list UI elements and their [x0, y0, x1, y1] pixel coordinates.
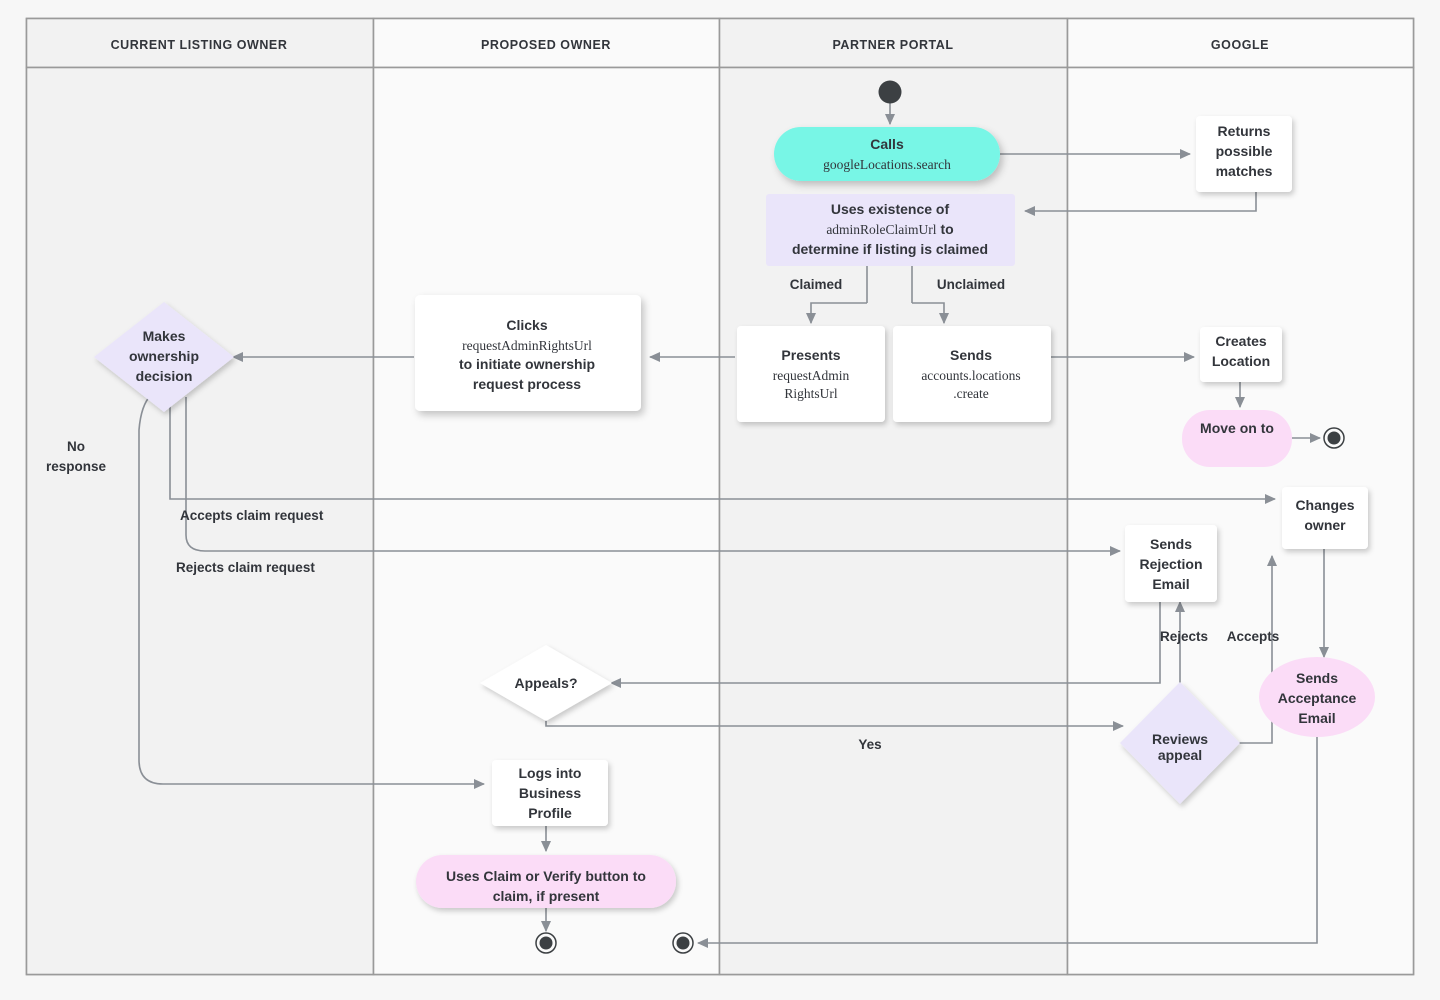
node-returns-possible-matches[interactable]: Returns possible matches [1196, 116, 1292, 192]
node-sendscreate-line1: Sends [950, 347, 992, 363]
node-move-on-to[interactable]: Move on to [1182, 410, 1292, 467]
node-returns-line2: possible [1216, 143, 1273, 159]
node-clicks-line2: requestAdminRightsUrl [462, 338, 592, 353]
node-clicks-requestadminrightsurl[interactable]: Clicks requestAdminRightsUrl to initiate… [415, 295, 641, 411]
node-logsinto-line2: Business [519, 785, 581, 801]
node-sendsrejection-line2: Rejection [1139, 556, 1202, 572]
lane-header-proposed-owner: PROPOSED OWNER [481, 38, 611, 52]
node-changesowner-line2: owner [1304, 517, 1346, 533]
node-uses-line1: Uses existence of [831, 201, 950, 217]
node-changes-owner[interactable]: Changes owner [1282, 487, 1368, 549]
node-clicks-line3: to initiate ownership [459, 356, 595, 372]
edge-label-rejects-claim-request: Rejects claim request [176, 560, 315, 575]
edge-label-accepts-claim-request: Accepts claim request [180, 508, 324, 523]
edge-noresponse-to-logsinto [138, 394, 486, 790]
node-uses-claim-or-verify-button[interactable]: Uses Claim or Verify button to claim, if… [416, 855, 676, 908]
node-usesclaim-line2: claim, if present [493, 888, 600, 904]
node-appeals-label: Appeals? [514, 675, 577, 691]
node-logsinto-line3: Profile [528, 805, 572, 821]
swimlane-frame [25, 17, 1415, 976]
edge-label-claimed: Claimed [790, 277, 843, 292]
node-sendsacceptance-line2: Acceptance [1278, 690, 1357, 706]
edge-label-no-response-line2: response [46, 459, 107, 474]
node-logs-into-business-profile[interactable]: Logs into Business Profile [492, 760, 608, 826]
edge-rejects-to-sendsrejection [185, 397, 1122, 557]
edge-label-yes: Yes [858, 737, 881, 752]
lane-header-google: GOOGLE [1211, 38, 1269, 52]
node-calls-line2: googleLocations.search [823, 157, 951, 172]
lane-header-partner-portal: PARTNER PORTAL [832, 38, 953, 52]
node-end-terminator-proposed-owner [535, 932, 557, 954]
node-decision-line2: ownership [129, 348, 199, 364]
edge-label-accepts: Accepts [1227, 629, 1280, 644]
node-end-terminator-google [1323, 427, 1345, 449]
node-creates-location[interactable]: Creates Location [1200, 327, 1282, 382]
node-returns-line1: Returns [1218, 123, 1271, 139]
node-uses-line2: adminRoleClaimUrl to [826, 221, 953, 237]
edge-returns-to-uses [1023, 192, 1257, 217]
node-usesclaim-line1: Uses Claim or Verify button to [446, 868, 646, 884]
node-presents-line1: Presents [781, 347, 840, 363]
node-appeals-decision[interactable]: Appeals? [480, 645, 612, 721]
node-sendsacceptance-line1: Sends [1296, 670, 1338, 686]
edge-label-no-response-line1: No [67, 439, 85, 454]
edge-label-unclaimed: Unclaimed [937, 277, 1005, 292]
node-uses-line2-tail: to [937, 221, 954, 237]
node-presents-line2: requestAdmin [773, 368, 850, 383]
node-reviews-appeal[interactable]: Reviews appeal [1120, 682, 1240, 804]
node-uses-line2-code: adminRoleClaimUrl [826, 222, 936, 237]
node-makes-ownership-decision[interactable]: Makes ownership decision [94, 302, 234, 412]
node-logsinto-line1: Logs into [519, 765, 582, 781]
node-reviewsappeal-line2: appeal [1158, 747, 1202, 763]
node-returns-line3: matches [1216, 163, 1273, 179]
node-sendsacceptance-line3: Email [1298, 710, 1335, 726]
node-changesowner-line1: Changes [1295, 497, 1354, 513]
edge-reviewsappeal-accepts [1236, 554, 1278, 744]
node-clicks-line1: Clicks [506, 317, 547, 333]
edge-claimed-branch [805, 302, 867, 325]
node-calls-line1: Calls [870, 136, 904, 152]
node-presents-line3: RightsUrl [784, 386, 838, 401]
edge-sendsrejection-to-appeals [609, 602, 1161, 689]
node-createslocation-line2: Location [1212, 353, 1270, 369]
node-sends-acceptance-email[interactable]: Sends Acceptance Email [1259, 657, 1375, 737]
node-presents-requestadminrightsurl[interactable]: Presents requestAdmin RightsUrl [737, 326, 885, 422]
node-decision-line1: Makes [143, 328, 186, 344]
edge-accepts-to-changesowner [169, 397, 1277, 505]
node-sends-accounts-locations-create[interactable]: Sends accounts.locations .create [893, 326, 1051, 422]
edge-label-rejects: Rejects [1160, 629, 1208, 644]
node-start-terminator [878, 80, 902, 104]
node-uses-existence-adminroleclaimurl[interactable]: Uses existence of adminRoleClaimUrl to d… [766, 194, 1015, 266]
node-clicks-line4: request process [473, 376, 581, 392]
node-calls-googlelocations-search[interactable]: Calls googleLocations.search [774, 127, 1000, 181]
node-createslocation-line1: Creates [1215, 333, 1267, 349]
edge-sendsacceptance-to-end [696, 737, 1318, 949]
node-sendsrejection-line3: Email [1152, 576, 1189, 592]
node-moveonto-label: Move on to [1200, 420, 1274, 436]
node-sendsrejection-line1: Sends [1150, 536, 1192, 552]
node-decision-line3: decision [136, 368, 193, 384]
node-sendscreate-line2: accounts.locations [921, 368, 1020, 383]
lane-header-current-listing-owner: CURRENT LISTING OWNER [111, 38, 288, 52]
node-end-terminator-partner-portal [672, 932, 694, 954]
node-sendscreate-line3: .create [953, 386, 989, 401]
node-uses-line3: determine if listing is claimed [792, 241, 988, 257]
node-reviewsappeal-line1: Reviews [1152, 731, 1208, 747]
edge-unclaimed-branch [912, 302, 950, 325]
node-sends-rejection-email[interactable]: Sends Rejection Email [1125, 525, 1217, 602]
